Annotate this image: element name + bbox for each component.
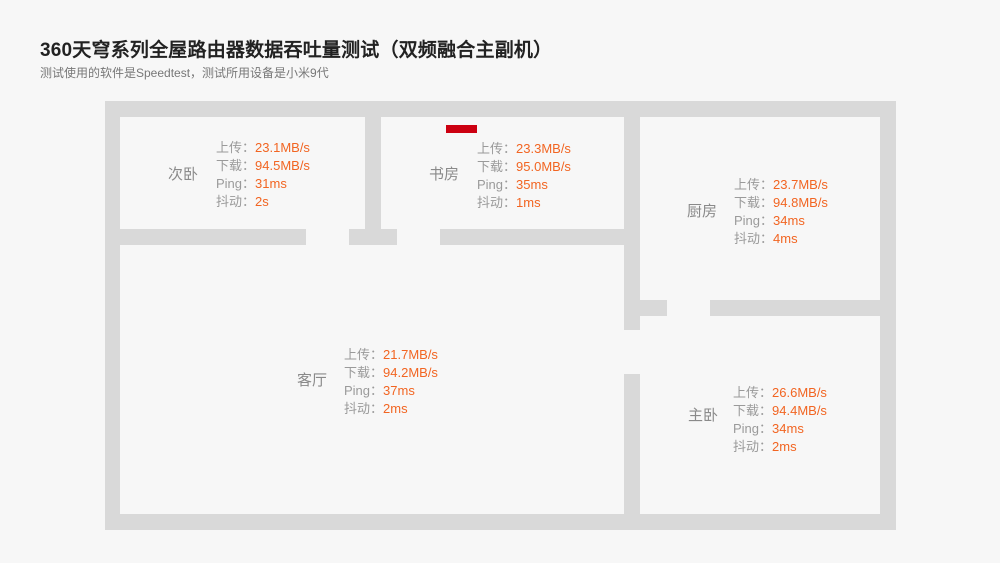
router-marker — [446, 125, 477, 133]
jitter-value: 4ms — [773, 231, 798, 246]
room-name: 厨房 — [687, 203, 718, 220]
wall-vertical-east-upper — [624, 117, 640, 330]
upload-value: 23.7MB/s — [773, 177, 828, 192]
jitter-label: 抖动： — [216, 194, 256, 209]
ping-value: 35ms — [516, 177, 548, 192]
wall-top — [105, 101, 896, 117]
ping-value: 34ms — [772, 421, 804, 436]
download-value: 94.4MB/s — [772, 403, 827, 418]
room-stats: 上传：23.1MB/s 下载：94.5MB/s Ping：31ms 抖动：2s — [216, 139, 310, 211]
jitter-row: 抖动：4ms — [734, 230, 828, 248]
page-subtitle: 测试使用的软件是Speedtest，测试所用设备是小米9代 — [40, 66, 329, 80]
upload-row: 上传：23.3MB/s — [477, 140, 571, 158]
ping-value: 34ms — [773, 213, 805, 228]
jitter-label: 抖动： — [344, 401, 384, 416]
page-title: 360天穹系列全屋路由器数据吞吐量测试（双频融合主副机） — [40, 40, 553, 61]
download-label: 下载： — [216, 158, 256, 173]
wall-bedroom-study-divider — [365, 117, 381, 245]
download-value: 94.8MB/s — [773, 195, 828, 210]
jitter-label: 抖动： — [734, 231, 774, 246]
ping-label: Ping： — [216, 176, 256, 191]
room-name: 主卧 — [688, 407, 719, 424]
ping-row: Ping：37ms — [344, 382, 438, 400]
wall-right — [880, 101, 896, 530]
ping-row: Ping：34ms — [734, 212, 828, 230]
room-stats: 上传：23.7MB/s 下载：94.8MB/s Ping：34ms 抖动：4ms — [734, 176, 828, 248]
wall-kitchen-right-segment — [710, 300, 880, 316]
wall-vertical-east-lower — [624, 374, 640, 514]
room-stats: 上传：21.7MB/s 下载：94.2MB/s Ping：37ms 抖动：2ms — [344, 346, 438, 418]
ping-label: Ping： — [344, 383, 384, 398]
wall-horizontal-left-segment — [120, 229, 306, 245]
download-row: 下载：94.8MB/s — [734, 194, 828, 212]
jitter-row: 抖动：1ms — [477, 194, 571, 212]
wall-horizontal-middle-segment — [349, 229, 397, 245]
wall-left — [105, 101, 120, 530]
upload-value: 23.3MB/s — [516, 141, 571, 156]
download-row: 下载：95.0MB/s — [477, 158, 571, 176]
ping-label: Ping： — [733, 421, 773, 436]
room-name: 书房 — [429, 166, 460, 183]
download-label: 下载： — [734, 195, 774, 210]
room-name: 次卧 — [168, 166, 199, 183]
ping-label: Ping： — [734, 213, 774, 228]
room-stats: 上传：23.3MB/s 下载：95.0MB/s Ping：35ms 抖动：1ms — [477, 140, 571, 212]
download-row: 下载：94.4MB/s — [733, 402, 827, 420]
upload-row: 上传：21.7MB/s — [344, 346, 438, 364]
room-name: 客厅 — [297, 372, 328, 389]
upload-row: 上传：26.6MB/s — [733, 384, 827, 402]
ping-label: Ping： — [477, 177, 517, 192]
wall-bottom — [105, 514, 896, 530]
wall-kitchen-left-segment — [640, 300, 667, 316]
jitter-row: 抖动：2ms — [344, 400, 438, 418]
upload-label: 上传： — [216, 140, 256, 155]
upload-value: 26.6MB/s — [772, 385, 827, 400]
jitter-row: 抖动：2ms — [733, 438, 827, 456]
download-label: 下载： — [344, 365, 384, 380]
ping-value: 37ms — [383, 383, 415, 398]
ping-row: Ping：31ms — [216, 175, 310, 193]
upload-value: 23.1MB/s — [255, 140, 310, 155]
ping-row: Ping：34ms — [733, 420, 827, 438]
jitter-value: 1ms — [516, 195, 541, 210]
download-value: 95.0MB/s — [516, 159, 571, 174]
download-value: 94.5MB/s — [255, 158, 310, 173]
upload-label: 上传： — [734, 177, 774, 192]
room-stats: 上传：26.6MB/s 下载：94.4MB/s Ping：34ms 抖动：2ms — [733, 384, 827, 456]
jitter-value: 2ms — [772, 439, 797, 454]
jitter-label: 抖动： — [477, 195, 517, 210]
download-label: 下载： — [733, 403, 773, 418]
download-row: 下载：94.5MB/s — [216, 157, 310, 175]
jitter-label: 抖动： — [733, 439, 773, 454]
upload-label: 上传： — [733, 385, 773, 400]
upload-value: 21.7MB/s — [383, 347, 438, 362]
upload-label: 上传： — [477, 141, 517, 156]
download-label: 下载： — [477, 159, 517, 174]
jitter-value: 2ms — [383, 401, 408, 416]
jitter-row: 抖动：2s — [216, 193, 310, 211]
upload-row: 上传：23.7MB/s — [734, 176, 828, 194]
download-value: 94.2MB/s — [383, 365, 438, 380]
download-row: 下载：94.2MB/s — [344, 364, 438, 382]
ping-value: 31ms — [255, 176, 287, 191]
upload-row: 上传：23.1MB/s — [216, 139, 310, 157]
wall-horizontal-right-segment — [440, 229, 624, 245]
jitter-value: 2s — [255, 194, 269, 209]
ping-row: Ping：35ms — [477, 176, 571, 194]
upload-label: 上传： — [344, 347, 384, 362]
